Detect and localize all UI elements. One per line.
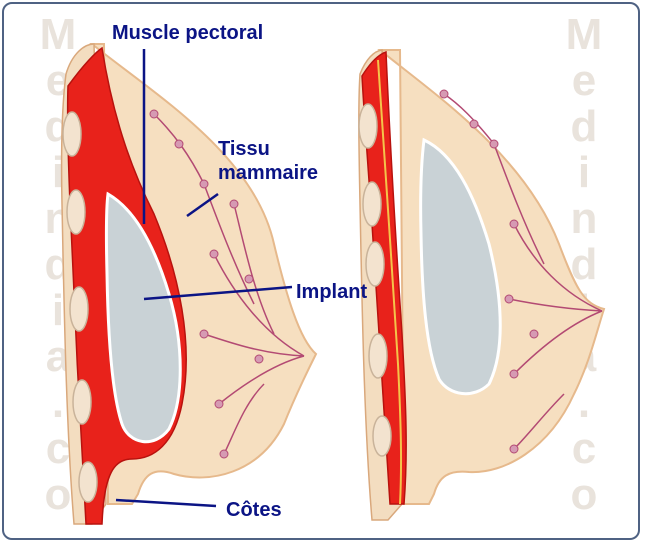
right-mammary-ducts — [443, 93, 603, 450]
watermark-letter: e — [571, 56, 597, 105]
right-breast — [358, 49, 606, 521]
diagram-frame: M e d i n d i a . c o M e d i n d i a . … — [2, 2, 640, 540]
label-muscle-pectoral: Muscle pectoral — [112, 22, 264, 44]
lobule — [504, 294, 514, 304]
rib — [365, 241, 385, 287]
duct — [493, 143, 545, 265]
rib — [66, 189, 86, 235]
right-ribs — [358, 103, 392, 457]
implant-leader-line — [143, 285, 293, 301]
duct — [213, 253, 305, 357]
lobule — [174, 139, 184, 149]
lobule — [489, 139, 499, 149]
left-ribs — [62, 111, 98, 503]
rib — [368, 333, 388, 379]
lobule — [509, 219, 519, 229]
lobule — [439, 89, 449, 99]
label-implant: Implant — [296, 281, 368, 303]
left-lobules — [149, 109, 264, 459]
duct — [218, 355, 305, 405]
right-muscle-fascia — [377, 59, 403, 505]
breast-implant-illustration — [60, 43, 606, 525]
duct — [508, 298, 603, 312]
duct — [223, 383, 265, 455]
watermark-letter: c — [571, 424, 597, 473]
duct — [233, 203, 275, 335]
label-cotes: Côtes — [226, 499, 282, 521]
lobule — [199, 179, 209, 189]
lobule — [209, 249, 219, 259]
rib — [72, 379, 92, 425]
rib — [62, 111, 82, 157]
rib — [358, 103, 378, 149]
duct — [203, 333, 305, 357]
left-implant — [104, 191, 182, 444]
duct — [513, 223, 603, 312]
lobule — [529, 329, 539, 339]
lobule — [244, 274, 254, 284]
watermark-letter: . — [577, 378, 591, 427]
watermark-letter: d — [570, 102, 598, 151]
rib — [78, 461, 98, 503]
watermark-letter: o — [570, 470, 598, 519]
lobule — [254, 354, 264, 364]
duct — [443, 93, 495, 145]
watermark-letter: . — [51, 378, 65, 427]
lobule — [199, 329, 209, 339]
watermark-letter: c — [45, 424, 71, 473]
left-mammary-ducts — [153, 113, 305, 455]
lobule — [149, 109, 159, 119]
duct — [513, 393, 565, 450]
rib — [372, 415, 392, 457]
watermark-letter: o — [44, 470, 72, 519]
right-implant — [419, 137, 502, 396]
leader-lines — [115, 49, 293, 508]
watermark-letter: i — [577, 148, 591, 197]
lobule — [214, 399, 224, 409]
right-lobules — [439, 89, 539, 454]
label-tissu-line1: Tissu — [218, 138, 270, 160]
ribs-leader-line — [115, 498, 217, 508]
lobule — [229, 199, 239, 209]
rib — [69, 286, 89, 332]
watermark-letter: M — [565, 10, 603, 59]
watermark-letter: M — [39, 10, 77, 59]
watermark-letter: i — [51, 286, 65, 335]
label-tissu-mammaire: Tissu mammaire — [218, 137, 318, 185]
lobule — [509, 369, 519, 379]
lobule — [469, 119, 479, 129]
left-breast — [60, 43, 318, 525]
label-tissu-line2: mammaire — [218, 162, 319, 184]
lobule — [509, 444, 519, 454]
tissue-leader-line — [186, 192, 219, 218]
rib — [362, 181, 382, 227]
duct — [513, 310, 603, 375]
lobule — [219, 449, 229, 459]
watermark-letter: n — [570, 194, 598, 243]
